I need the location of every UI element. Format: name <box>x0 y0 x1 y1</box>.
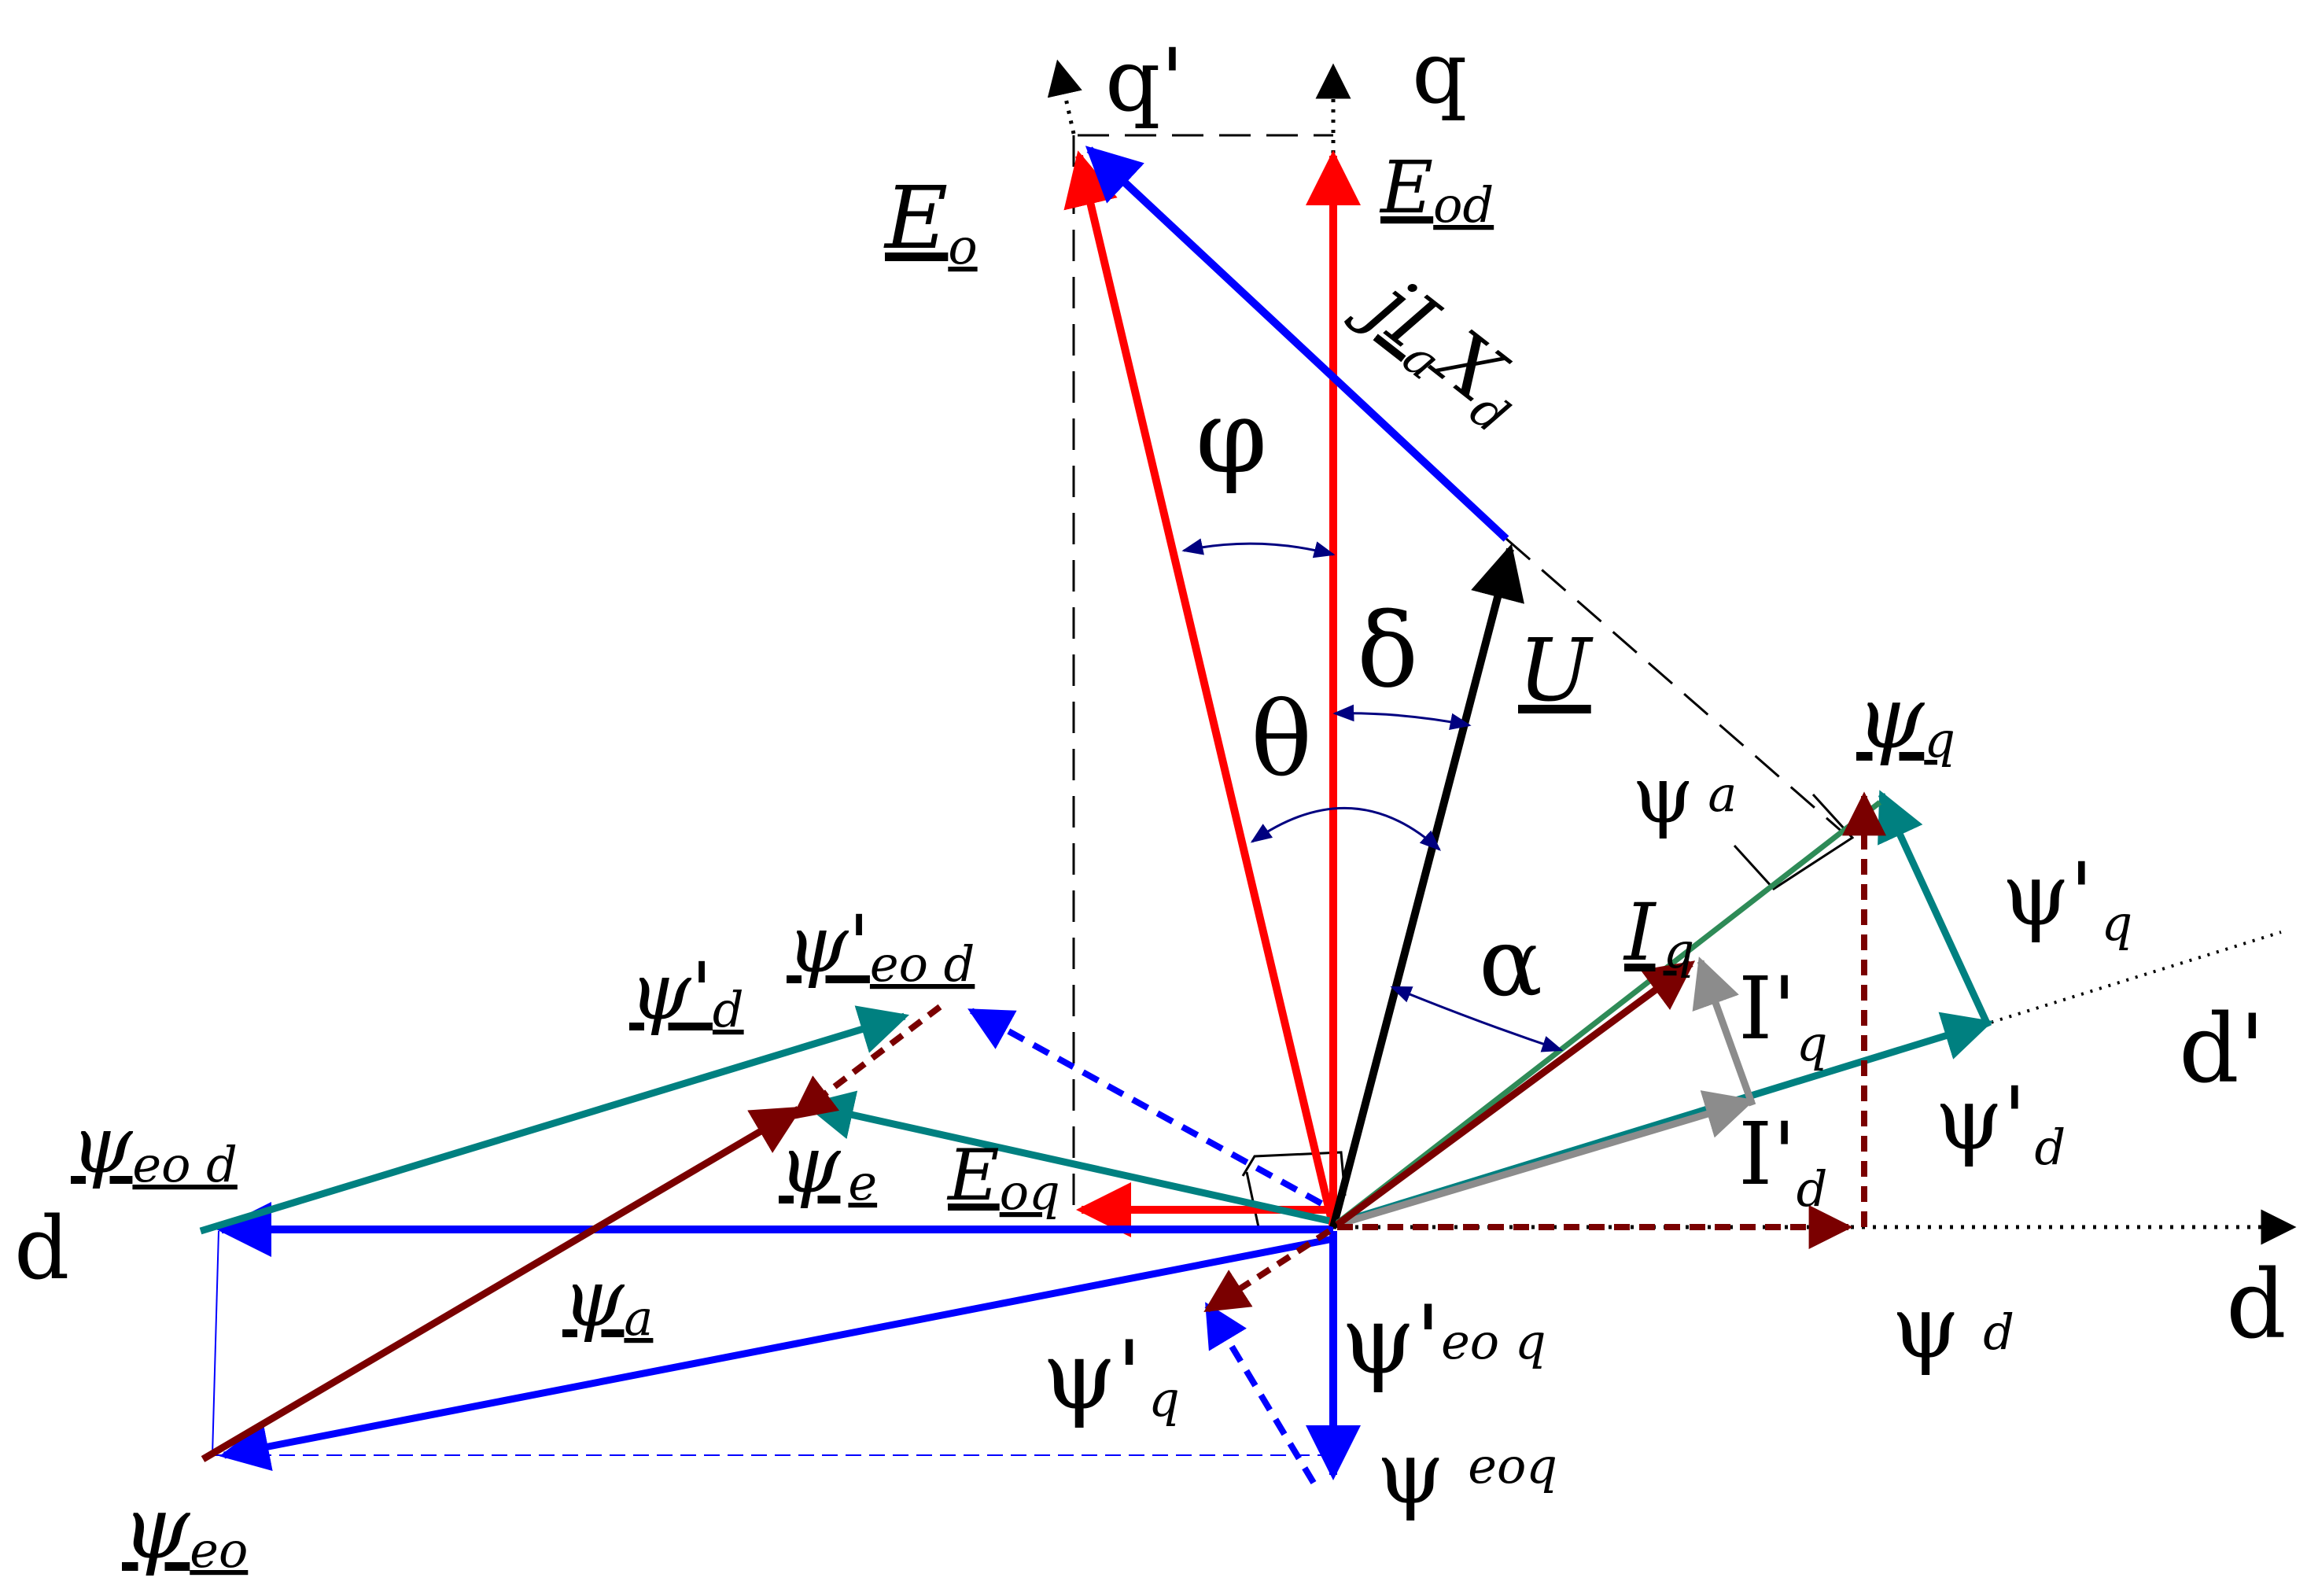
label-E-o: Eo <box>883 168 978 275</box>
label-psi-q-under: ψq <box>1856 667 1955 769</box>
label-psi-eod: ψeo d <box>71 1099 238 1193</box>
q-prime-axis <box>1047 59 1082 135</box>
label-I-prime-d: I'd <box>1738 1104 1827 1218</box>
I-prime-q-vector <box>1692 956 1756 1107</box>
diagonal-dashed <box>1505 537 1845 835</box>
psi-prime-eod-maroon-dashed <box>790 1004 942 1120</box>
blue-vectors <box>216 146 1509 1485</box>
theta-arc <box>1250 806 1441 851</box>
psi-prime-d-left-vector <box>199 1005 910 1235</box>
axis-label-d-prime: d' <box>2179 995 2265 1104</box>
label-E-oq: Eoq <box>946 1134 1060 1221</box>
alpha-arc <box>1390 986 1564 1052</box>
label-alpha: α <box>1479 909 1542 1018</box>
axes <box>1047 59 2297 1245</box>
label-psi-prime-d-right: ψ'd <box>1935 1068 2066 1176</box>
psi-eo-vector <box>219 1235 1334 1472</box>
psi-q-green-line <box>1335 800 1882 1226</box>
U-vector <box>1329 544 1524 1229</box>
axis-label-d-right: d <box>2226 1251 2287 1360</box>
maroon-vectors <box>201 791 1886 1462</box>
E-o-vector <box>1063 150 1337 1229</box>
label-U: U <box>1518 620 1594 721</box>
psi-prime-q-low-maroon-dashed <box>1203 1228 1332 1313</box>
axis-label-q-prime: q' <box>1105 30 1185 131</box>
label-psi-a: ψa <box>562 1252 653 1347</box>
psi-prime-q-low-dashed <box>1204 1302 1317 1485</box>
label-psi-eo: ψeo <box>122 1477 248 1579</box>
axis-label-d-left: d <box>14 1198 69 1299</box>
axis-label-q: q <box>1412 22 1467 123</box>
right-angle-origin <box>1245 1171 1260 1228</box>
label-psi-prime-eod: ψ'eo d <box>787 898 975 993</box>
psi-a-vector <box>201 1106 803 1462</box>
label-theta: θ <box>1251 680 1312 799</box>
I-q-vector <box>1335 960 1696 1228</box>
gray-vectors <box>1336 956 1756 1229</box>
construction-lines <box>208 134 1845 1456</box>
label-psi-prime-q-right: ψ'q <box>2002 844 2132 952</box>
label-psi-prime-eoq: ψ'eo q <box>1341 1286 1546 1395</box>
label-E-od: Eod <box>1379 146 1494 234</box>
angle-arcs <box>1181 538 1564 1052</box>
psi-eo-thin-vertical <box>212 1230 219 1456</box>
psi-prime-eod-dashed <box>967 1008 1323 1207</box>
label-jIqXd: jIaXd <box>1337 252 1546 444</box>
phi-arc <box>1181 538 1336 558</box>
delta-arc <box>1332 704 1472 730</box>
I-prime-d-vector <box>1336 1090 1756 1229</box>
label-psi-prime-d-left: ψ'd <box>629 945 744 1038</box>
jIqXd-vector <box>1085 146 1509 542</box>
label-delta: δ <box>1357 591 1418 710</box>
label-I-prime-q: I'q <box>1738 958 1827 1072</box>
psi-prime-q-right-vector <box>1878 790 1992 1028</box>
right-angle-psi-a <box>1733 793 1855 890</box>
label-psi-prime-q-low: ψ'q <box>1042 1321 1180 1431</box>
label-phi: φ <box>1196 377 1267 496</box>
psi-e-vector <box>803 1090 1330 1225</box>
